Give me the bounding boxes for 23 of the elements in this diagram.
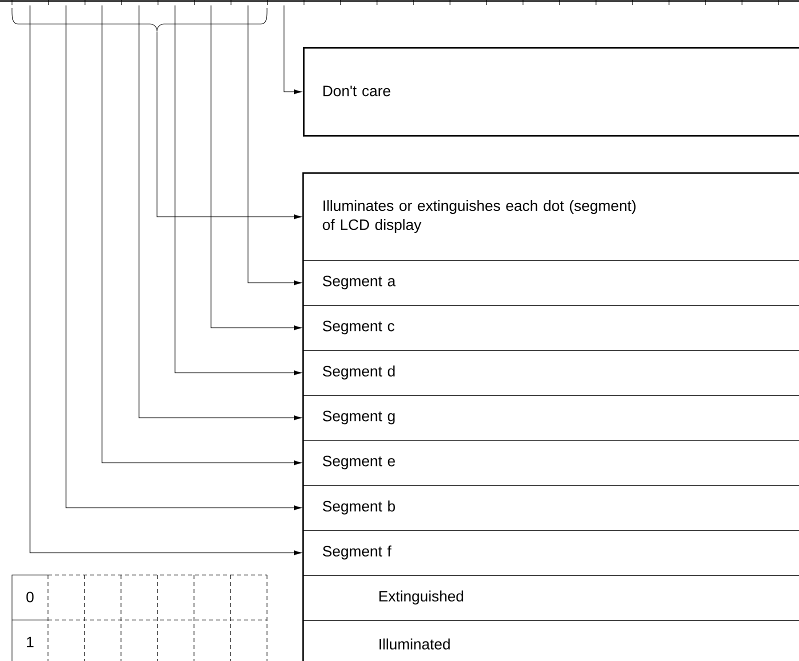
value-table: 0 1 [12, 574, 268, 661]
text-box: Don't care [303, 47, 799, 137]
arrow [138, 5, 302, 420]
arrow [102, 5, 302, 466]
text-box: Segment b [303, 485, 799, 531]
text-box: Segment f [303, 530, 799, 576]
text-box: Extinguished [303, 575, 799, 621]
arrow [156, 31, 302, 220]
brace-tip [150, 24, 164, 32]
text-box: Segment c [303, 305, 799, 351]
text-box: Illuminated [303, 620, 799, 661]
register-bar [0, 0, 799, 6]
arrow [66, 5, 302, 510]
node-label: Illuminates or extinguishes each dot (segment) of LCD display [322, 200, 636, 233]
text-box: Segment g [303, 395, 799, 441]
text-box: Segment a [303, 260, 799, 306]
arrow [174, 5, 302, 376]
arrow [248, 5, 302, 286]
text-box: Segment e [303, 440, 799, 486]
arrow [30, 5, 302, 556]
arrow [284, 5, 302, 94]
arrow [210, 5, 302, 330]
text-box: Segment d [303, 350, 799, 396]
